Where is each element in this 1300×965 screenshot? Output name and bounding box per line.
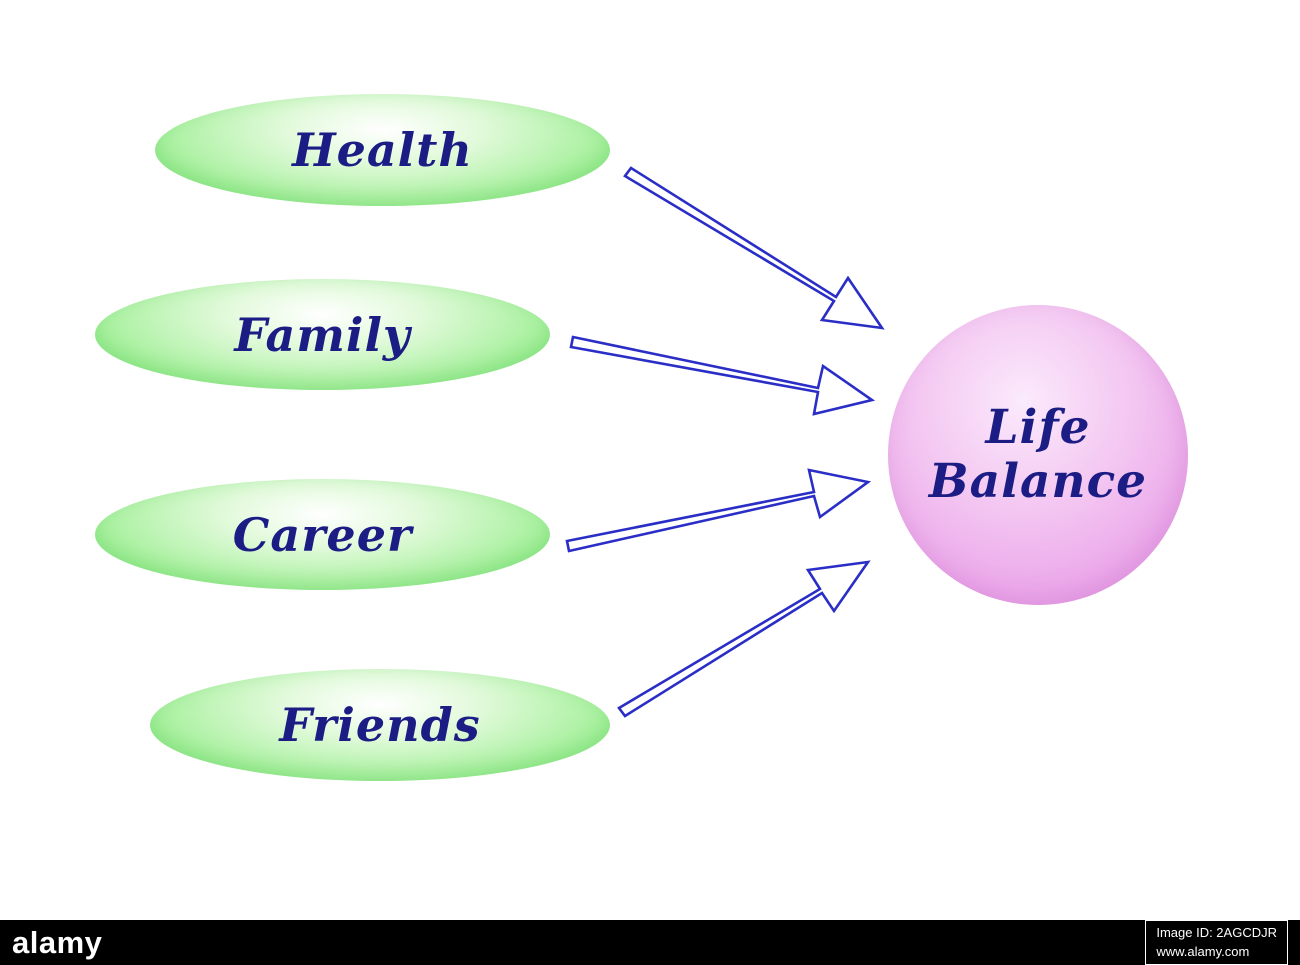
node-label-health: Health — [292, 123, 473, 177]
center-node-label: Life Balance — [928, 399, 1148, 509]
alamy-logo: alamy — [12, 924, 103, 960]
node-label-friends: Friends — [279, 698, 481, 752]
diagram-node-career: Career — [95, 479, 550, 590]
node-label-career: Career — [232, 507, 413, 562]
diagram-node-life-balance: Life Balance — [888, 305, 1188, 605]
alamy-url-text: www.alamy.com — [1156, 943, 1250, 959]
node-label-family: Family — [234, 307, 411, 362]
arrow-health-to-center — [623, 166, 885, 330]
arrow-friends-to-center — [617, 560, 871, 718]
arrow-career-to-center — [565, 468, 872, 553]
image-id-text: Image ID: 2AGCDJR — [1156, 924, 1277, 940]
center-label-line2: Balance — [928, 454, 1148, 509]
image-id-box: Image ID: 2AGCDJR www.alamy.com — [1145, 919, 1288, 965]
diagram-node-family: Family — [95, 279, 550, 390]
watermark-bar: alamy Image ID: 2AGCDJR www.alamy.com — [0, 919, 1300, 965]
center-label-line1: Life — [985, 399, 1091, 455]
diagram-canvas: Health Family Career Friends Life Balanc… — [95, 94, 1188, 781]
diagram-node-friends: Friends — [150, 669, 610, 781]
diagram-node-health: Health — [155, 94, 610, 206]
arrow-family-to-center — [569, 335, 876, 416]
